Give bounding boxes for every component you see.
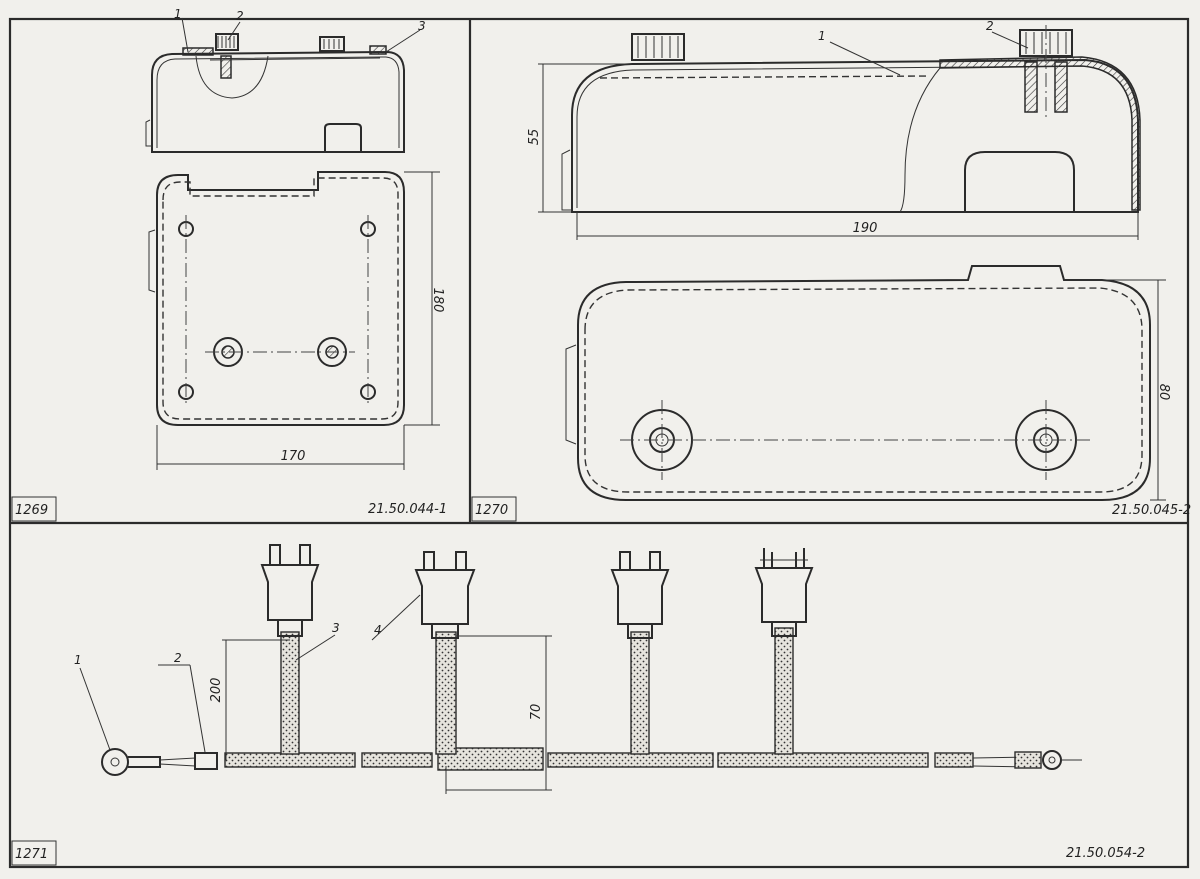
- fig1271-callout-4: 4: [374, 623, 382, 637]
- figure-1270: 55 190 1 2 80 1270 21.50.045-2: [471, 19, 1191, 522]
- fig1270-callout-2: 2: [986, 19, 994, 33]
- fig1271-callout-3: 3: [332, 621, 340, 635]
- fig1270-plan-view: [565, 265, 1151, 501]
- fig1269-plan-view: [148, 171, 405, 426]
- fig1269-side-view: [145, 33, 405, 153]
- fig1271-socket-4: [754, 548, 814, 637]
- fig1271-dimensions: [222, 635, 552, 794]
- fig1270-drawing-code: 21.50.045-2: [1112, 503, 1191, 518]
- fig1271-callout-1: 1: [74, 653, 82, 667]
- fig1269-dim-width: 170: [281, 449, 306, 464]
- figure-1271: 200 70 1 2 3 4 1271 21.50.054-2: [11, 544, 1145, 866]
- figure-1269: 180 170 1 2 3 1269 21.50.044-1: [11, 7, 447, 522]
- fig1269-number: 1269: [15, 503, 48, 518]
- fig1271-harness: [101, 627, 1082, 776]
- fig1270-dim-height-side: 55: [527, 129, 542, 146]
- fig1269-dim-height: 180: [430, 288, 445, 313]
- fig1270-dimensions-plan: [1064, 279, 1166, 501]
- fig1270-number: 1270: [475, 503, 508, 518]
- fig1270-dim-length: 190: [853, 221, 878, 236]
- fig1269-callout-3: 3: [418, 19, 426, 33]
- fig1271-callout-2: 2: [174, 651, 182, 665]
- fig1271-dim-branch-length: 200: [209, 678, 224, 703]
- fig1271-socket-2: [414, 551, 476, 639]
- fig1271-socket-3: [610, 551, 670, 639]
- fig1269-dimensions: [156, 171, 440, 470]
- fig1270-dimensions-side: [538, 63, 1139, 240]
- fig1269-callout-2: 2: [236, 9, 244, 23]
- fig1270-side-view: [561, 25, 1141, 213]
- fig1271-socket-1: [260, 544, 320, 637]
- fig1271-dim-spacing: 70: [529, 704, 544, 721]
- fig1270-callout-1: 1: [818, 29, 826, 43]
- fig1271-drawing-code: 21.50.054-2: [1066, 846, 1145, 861]
- fig1269-callout-1: 1: [174, 7, 182, 21]
- fig1270-dim-height-plan: 80: [1156, 384, 1171, 401]
- fig1271-number: 1271: [15, 847, 48, 862]
- sheet-frames: [8, 17, 1190, 869]
- fig1269-drawing-code: 21.50.044-1: [368, 502, 447, 517]
